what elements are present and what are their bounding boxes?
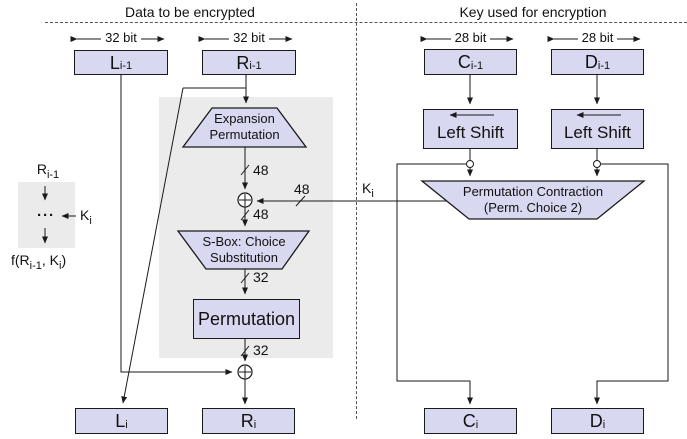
bit-width-label: 28 bit	[551, 30, 644, 45]
sbox-label: S-Box: Choice Substitution	[202, 234, 286, 265]
legend-key-label: Ki	[80, 207, 92, 227]
register-label: D	[584, 52, 598, 72]
register-label: D	[589, 411, 603, 431]
section-title-key: Key used for encryption	[459, 4, 607, 20]
expansion-permutation-shape	[181, 107, 308, 148]
register-label: R	[236, 52, 250, 73]
xor-icon	[237, 364, 253, 380]
register-label: C	[457, 52, 471, 72]
bit-width-label: 28 bit	[424, 30, 517, 45]
bit-width-label: 32 bit	[74, 30, 168, 45]
register-label: C	[462, 411, 476, 431]
branch-node-icon	[466, 160, 474, 168]
register-subscript: i	[125, 418, 128, 431]
bus-bits-label: 48	[294, 181, 310, 197]
permutation-block: Permutation	[193, 299, 300, 339]
register-subscript: i-1	[249, 60, 262, 72]
left-shift-c-block: Left Shift	[423, 109, 518, 149]
bus-bits-label: 48	[253, 162, 269, 178]
bus-bits-label: 32	[253, 269, 269, 285]
key-path-wires	[396, 75, 669, 405]
bus-bits-label: 48	[253, 206, 269, 222]
register-subscript: i	[475, 418, 479, 431]
sbox-shape	[176, 230, 311, 270]
legend-dots: ···	[37, 207, 55, 224]
bit-width-label: 32 bit	[202, 30, 296, 45]
register-subscript: i-1	[119, 60, 133, 72]
section-title-data: Data to be encrypted	[125, 4, 255, 20]
register-label: L	[115, 411, 126, 431]
bus-width-ticks	[240, 164, 306, 357]
permutation-contraction-label: Permutation Contraction (Perm. Choice 2)	[462, 184, 604, 215]
legend-wires	[42, 186, 76, 244]
header-divider	[45, 22, 687, 23]
register-label: L	[109, 52, 120, 73]
expansion-permutation-label: Expansion Permutation	[209, 111, 280, 142]
register-subscript: i	[602, 418, 606, 431]
register-subscript: i	[253, 418, 257, 431]
left-shift-d-block: Left Shift	[551, 109, 644, 149]
left-shift-label: Left Shift	[563, 123, 632, 142]
legend-input-label: Ri-1	[36, 161, 60, 181]
data-path-wires	[120, 75, 447, 405]
register-subscript: i-1	[597, 59, 611, 72]
register-label: R	[240, 411, 254, 431]
round-key-label: Ki	[362, 180, 374, 200]
xor-icon	[237, 192, 253, 208]
permutation-label: Permutation	[197, 309, 296, 329]
legend-output-label: f(Ri-1, Ki)	[11, 252, 67, 272]
section-divider	[356, 3, 357, 419]
bus-bits-label: 32	[253, 342, 269, 358]
register-subscript: i-1	[470, 59, 484, 72]
left-shift-label: Left Shift	[436, 123, 505, 142]
branch-node-icon	[593, 160, 601, 168]
permutation-contraction-shape	[420, 180, 646, 220]
